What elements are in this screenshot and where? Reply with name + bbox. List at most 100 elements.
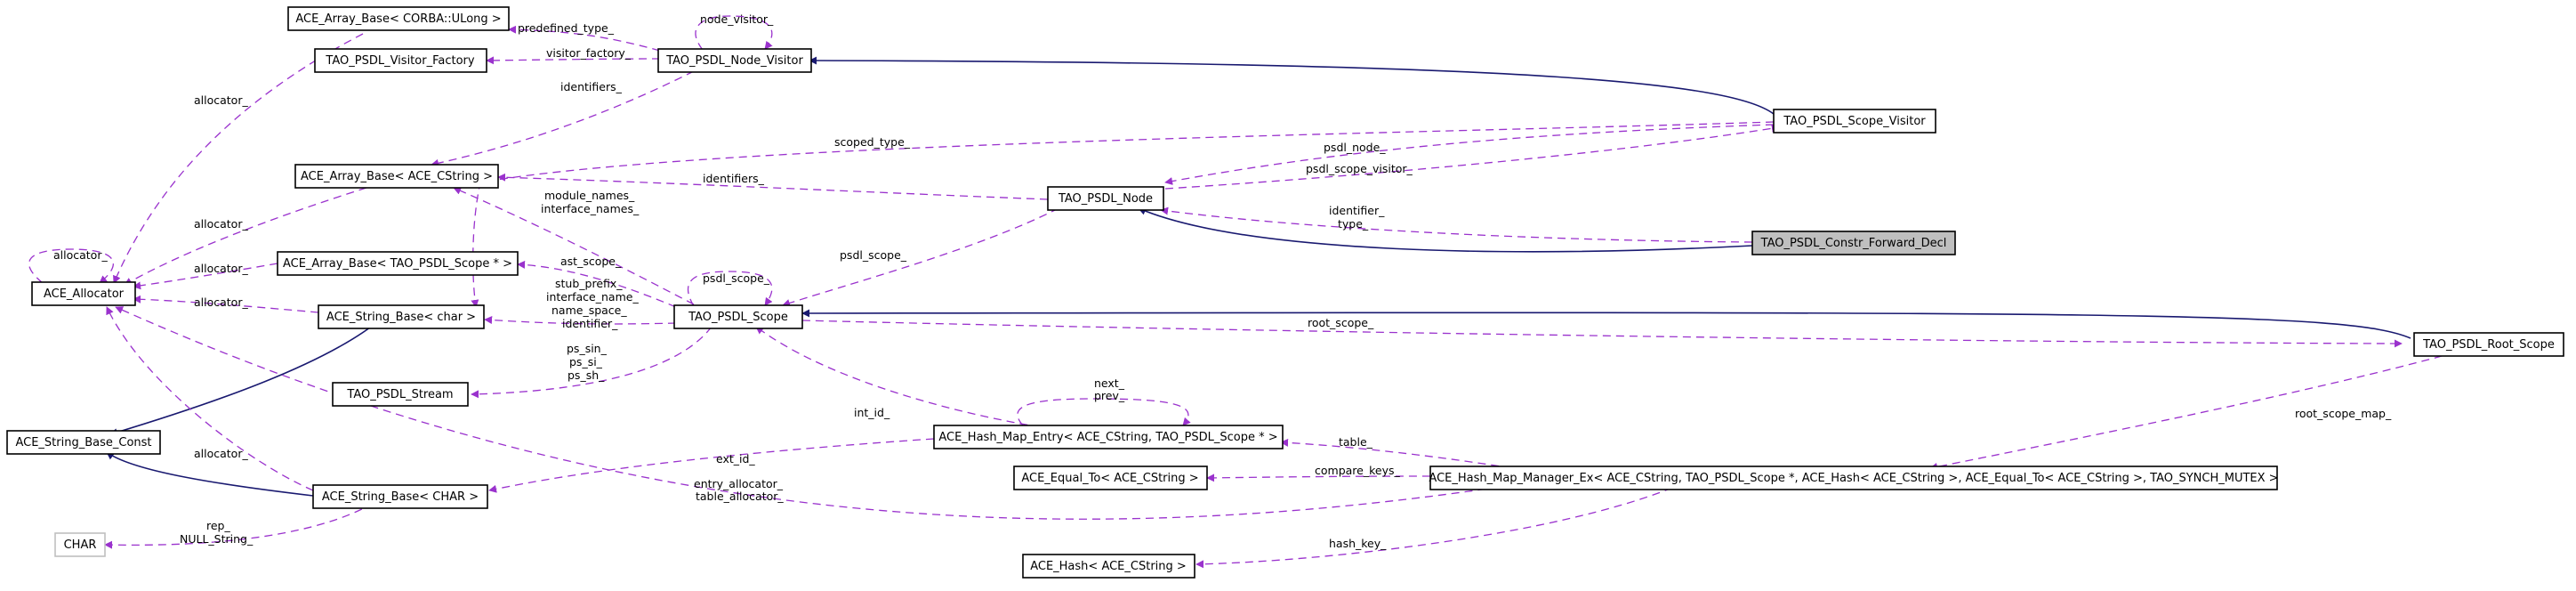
node-tao-psdl-visitor-factory[interactable]: TAO_PSDL_Visitor_Factory [314, 48, 487, 73]
edge-allocator-arr-cstring [124, 187, 367, 286]
node-ace-allocator[interactable]: ACE_Allocator [31, 281, 136, 306]
edge-rep [104, 502, 374, 549]
edge-ext-id [488, 438, 935, 493]
edge-next-prev [1017, 398, 1191, 426]
node-tao-psdl-scope[interactable]: TAO_PSDL_Scope [673, 304, 803, 329]
edge-module-names [453, 187, 695, 305]
edge-table [1280, 438, 1513, 469]
edge-root-scope [801, 320, 2403, 348]
edge-label: psdl_scope_ [840, 248, 907, 262]
edge-label: allocator_ [194, 217, 248, 231]
edge-visitor-factory [486, 56, 661, 65]
node-label: TAO_PSDL_Visitor_Factory [325, 54, 474, 68]
edge-label: ext_id_ [716, 452, 755, 466]
node-label: TAO_PSDL_Scope_Visitor [1783, 115, 1926, 128]
node-ace-hash-map-entry[interactable]: ACE_Hash_Map_Entry< ACE_CString, TAO_PSD… [933, 425, 1284, 449]
edge-label: next_ [1094, 376, 1125, 390]
edge-allocator-str-char [133, 295, 319, 313]
node-label: TAO_PSDL_Node_Visitor [665, 54, 803, 68]
edge-label: stub_prefix_ [555, 277, 623, 290]
edge-root-scope-inherits-psdl-scope [801, 309, 2411, 339]
node-tao-psdl-stream[interactable]: TAO_PSDL_Stream [332, 382, 469, 407]
edge-scoped-type [471, 121, 1775, 308]
edge-label: name_space_ [551, 304, 627, 317]
node-tao-psdl-constr-forward-decl[interactable]: TAO_PSDL_Constr_Forward_Decl [1751, 231, 1956, 255]
edge-label: table_allocator_ [696, 490, 784, 503]
node-label: ACE_Hash_Map_Entry< ACE_CString, TAO_PSD… [938, 431, 1277, 444]
edge-label: ast_scope_ [560, 255, 622, 268]
edge-ast-scope [517, 260, 677, 308]
edge-label: ps_sh_ [568, 368, 605, 382]
node-ace-string-base-char[interactable]: ACE_String_Base< char > [318, 304, 485, 329]
edge-label: interface_names_ [541, 202, 640, 215]
node-label: ACE_String_Base< CHAR > [322, 490, 479, 504]
edge-constr-fwd-inherits-psdl-node [1138, 207, 1753, 253]
edge-allocator-str-CHAR [106, 306, 314, 491]
node-tao-psdl-node[interactable]: TAO_PSDL_Node [1047, 186, 1164, 211]
node-ace-equal-to-cstring[interactable]: ACE_Equal_To< ACE_CString > [1013, 466, 1208, 490]
node-label: TAO_PSDL_Node [1058, 192, 1153, 206]
node-ace-array-base-ulong[interactable]: ACE_Array_Base< CORBA::ULong > [287, 6, 510, 31]
edge-label: identifiers_ [560, 80, 623, 93]
node-ace-array-base-scope[interactable]: ACE_Array_Base< TAO_PSDL_Scope * > [277, 251, 519, 276]
edge-allocator-arr-scope [133, 263, 278, 290]
edge-label: ps_sin_ [567, 342, 608, 355]
node-label: ACE_Array_Base< CORBA::ULong > [295, 12, 501, 26]
edge-label: identifier_ [562, 317, 618, 330]
node-label: ACE_Array_Base< TAO_PSDL_Scope * > [283, 257, 512, 271]
edge-label: allocator_ [194, 262, 248, 275]
node-ace-string-base-CHAR[interactable]: ACE_String_Base< CHAR > [312, 484, 488, 509]
edge-label: rep_ [206, 519, 230, 532]
edge-allocator-self [28, 248, 115, 284]
edge-scope-visitor-inherits-node-visitor [809, 56, 1775, 115]
edge-str-char-inherits-str-const [109, 324, 374, 436]
edge-label: identifiers_ [703, 172, 765, 185]
node-tao-psdl-node-visitor[interactable]: TAO_PSDL_Node_Visitor [657, 48, 812, 73]
node-ace-hash-map-manager-ex[interactable]: ACE_Hash_Map_Manager_Ex< ACE_CString, TA… [1429, 466, 2279, 490]
nodes: ACE_Array_Base< CORBA::ULong > TAO_PSDL_… [6, 6, 2564, 579]
edge-label: allocator_ [53, 248, 108, 262]
node-tao-psdl-root-scope[interactable]: TAO_PSDL_Root_Scope [2413, 332, 2564, 357]
node-label: ACE_Hash< ACE_CString > [1030, 560, 1187, 573]
edge-psdl-scope-visitor [1164, 124, 1780, 190]
edge-stub-prefix [484, 316, 677, 325]
node-tao-psdl-scope-visitor[interactable]: TAO_PSDL_Scope_Visitor [1773, 109, 1936, 134]
edge-label: psdl_node_ [1324, 141, 1386, 154]
edge-psdl-node [1164, 124, 1775, 185]
edge-identifiers-mid [497, 173, 1049, 200]
node-ace-hash-cstring[interactable]: ACE_Hash< ACE_CString > [1022, 554, 1195, 579]
edge-label: psdl_scope_ [703, 271, 770, 285]
edge-label: NULL_String_ [180, 532, 254, 546]
edge-label: int_id_ [854, 406, 890, 419]
node-label: TAO_PSDL_Constr_Forward_Decl [1760, 237, 1947, 250]
node-ace-string-base-const[interactable]: ACE_String_Base_Const [6, 430, 161, 455]
edge-label: type_ [1338, 217, 1369, 231]
node-char[interactable]: CHAR [54, 532, 106, 557]
edge-label: prev_ [1094, 389, 1125, 402]
node-ace-array-base-cstring[interactable]: ACE_Array_Base< ACE_CString > [294, 164, 499, 189]
edge-psdl-scope-self [687, 271, 773, 307]
edge-hash-key [1195, 487, 1673, 569]
node-label: TAO_PSDL_Root_Scope [2422, 338, 2555, 352]
edge-label: allocator_ [194, 296, 248, 309]
edge-predefined-type [508, 25, 661, 52]
edge-str-CHAR-inherits-str-const [106, 451, 314, 497]
edge-allocator-top [113, 33, 364, 284]
edge-label: allocator_ [194, 93, 248, 107]
edge-identifiers-top [431, 70, 695, 167]
edge-label: node_visitor_ [700, 12, 774, 26]
edge-label: module_names_ [544, 189, 635, 202]
edge-label: psdl_scope_visitor_ [1306, 162, 1413, 175]
edge-label: hash_key_ [1329, 537, 1387, 550]
node-label: ACE_Allocator [44, 287, 125, 301]
edge-label: identifier_ [1329, 204, 1385, 217]
edge-int-id [755, 326, 1042, 428]
edge-labels: predefined_type_ node_visitor_ visitor_f… [53, 12, 2392, 550]
node-label: TAO_PSDL_Scope [688, 311, 788, 324]
edge-label: predefined_type_ [518, 21, 615, 35]
edge-label: interface_name_ [546, 290, 639, 304]
node-label: TAO_PSDL_Stream [346, 388, 453, 401]
node-label: ACE_String_Base_Const [15, 436, 151, 449]
edges [28, 15, 2456, 569]
edge-label: root_scope_map_ [2295, 407, 2392, 420]
